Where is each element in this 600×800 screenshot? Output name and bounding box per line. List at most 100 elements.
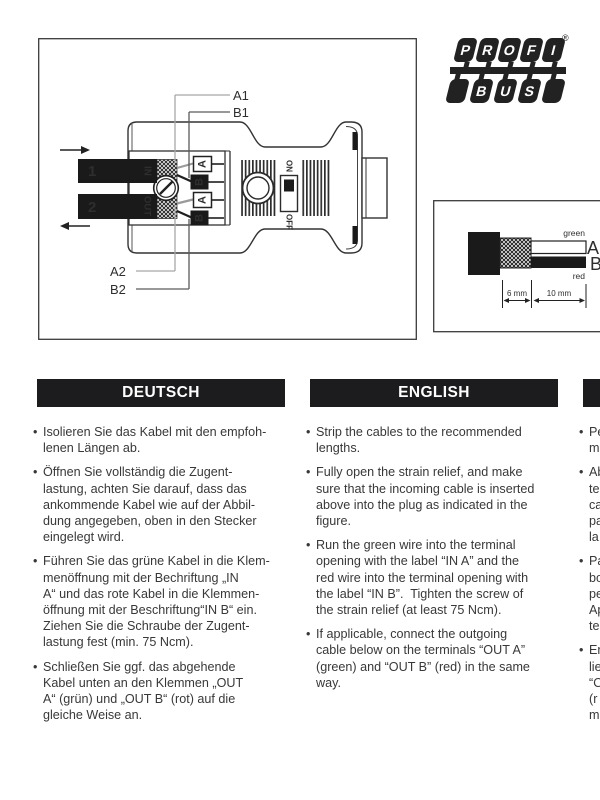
switch-slider [284, 179, 294, 192]
bullet-dot: • [33, 425, 38, 439]
third-column-clipped: • Pe m • Ab te ca pa la • Pa bo pe Ap te… [579, 424, 600, 731]
list-item: • Schließen Sie ggf. das abgehende Kabel… [33, 659, 295, 724]
list-item: • Run the green wire into the terminal o… [306, 537, 568, 618]
cable-strip-diagram: green red A B 6 mm 10 mm [433, 200, 600, 333]
wire-out-green [176, 198, 194, 205]
third-bullet-1: Pe m [589, 425, 600, 456]
terminal-in-b-label: B [194, 178, 206, 186]
list-item: • Fully open the strain relief, and make… [306, 464, 568, 529]
list-item: • En lie “O (r m [579, 642, 600, 723]
dim-6mm-arrowhead-right [525, 298, 531, 303]
english-bullet-1: Strip the cables to the recommended leng… [316, 425, 522, 456]
list-item: • Pa bo pe Ap te [579, 553, 600, 634]
english-bullet-2: Fully open the strain relief, and make s… [316, 465, 535, 529]
list-item: • Ab te ca pa la [579, 464, 600, 545]
dim-6mm-label: 6 mm [507, 289, 527, 298]
wire-b-designator: B [590, 254, 600, 274]
logo-tile-s: S [517, 79, 542, 103]
logo-tile-r: R [475, 38, 500, 62]
terminal-out-b [190, 210, 209, 226]
section-header-english: ENGLISH [310, 379, 558, 407]
terminal-out-b-label: B [194, 214, 206, 222]
terminal-in-a [192, 155, 213, 173]
cable-2 [78, 194, 157, 219]
section-header-deutsch: DEUTSCH [37, 379, 285, 407]
arrow-in-head [81, 146, 90, 154]
center-screw-hole-inner [246, 176, 270, 200]
logo-tile-b: B [469, 79, 494, 103]
bullet-dot: • [579, 465, 584, 480]
bullet-dot: • [579, 554, 584, 569]
terminal-in-a-label: A [197, 160, 209, 168]
bullet-dot: • [579, 643, 584, 658]
wire-in-red [176, 173, 192, 183]
logo-tile-u: U [493, 79, 518, 103]
dim-10mm-arrowhead-left [533, 298, 539, 303]
connector-diagram: ON OFF A B A B 1 IN 2 OUT A1 B1 A2 B2 [38, 38, 417, 340]
cable-1 [78, 159, 157, 183]
wire-in-green [176, 162, 194, 170]
green-wire-label: green [563, 228, 585, 238]
profibus-logo: P R O F I B U S ® [445, 33, 572, 110]
cable-detail-frame [433, 200, 600, 333]
bullet-dot: • [306, 465, 311, 480]
third-bullet-2: Ab te ca pa la [589, 465, 600, 545]
cable-in-label: IN [142, 166, 153, 176]
green-wire [530, 240, 587, 255]
bullet-dot: • [33, 465, 38, 480]
registered-mark: ® [562, 33, 569, 43]
deutsch-bullet-2: Öffnen Sie vollständig die Zugent- lastu… [43, 465, 257, 545]
switch-on-label: ON [285, 160, 294, 172]
cable-2-number: 2 [88, 199, 96, 216]
dim-6mm-arrowhead-left [503, 298, 509, 303]
deutsch-bullet-3: Führen Sie das grüne Kabel in die Klem- … [43, 554, 270, 650]
english-bullet-3: Run the green wire into the terminal ope… [316, 538, 529, 618]
bullet-dot: • [306, 538, 311, 553]
third-bullet-3: Pa bo pe Ap te [589, 554, 600, 634]
housing-inner-right [345, 126, 358, 250]
list-item: • Pe m [579, 424, 600, 456]
deutsch-column: • Isolieren Sie das Kabel mit den empfoh… [33, 424, 295, 731]
screw-inner-ring [156, 178, 176, 198]
wire-out-red [176, 209, 192, 219]
switch-off-label: OFF [285, 214, 294, 230]
bullet-dot: • [306, 627, 311, 642]
label-a1: A1 [233, 88, 249, 103]
screw-slot [159, 180, 174, 195]
dim-10mm-label: 10 mm [547, 289, 572, 298]
deutsch-bullet-1: Isolieren Sie das Kabel mit den empfoh- … [43, 425, 267, 456]
red-wire [531, 256, 586, 268]
english-bullet-4: If applicable, connect the outgoing cabl… [316, 627, 530, 690]
logo-tile-o: O [497, 38, 522, 62]
terminal-in-b [190, 174, 209, 190]
deutsch-bullet-4: Schließen Sie ggf. das abgehende Kabel u… [43, 659, 244, 723]
list-item: • Isolieren Sie das Kabel mit den empfoh… [33, 424, 295, 456]
english-column: • Strip the cables to the recommended le… [306, 424, 568, 699]
terminal-out-a-label: A [197, 196, 209, 204]
cable-jacket [468, 232, 500, 275]
red-wire-label: red [573, 271, 586, 281]
logo-tile-end-left [445, 79, 470, 103]
label-a2: A2 [110, 264, 126, 279]
cable-1-number: 1 [88, 163, 96, 180]
dim-10mm-arrowhead-right [579, 298, 585, 303]
bullet-dot: • [306, 425, 311, 439]
cable-shield [499, 237, 532, 269]
list-item: • Strip the cables to the recommended le… [306, 424, 568, 456]
wire-a-designator: A [587, 238, 599, 258]
list-item: • Führen Sie das grüne Kabel in die Klem… [33, 553, 295, 650]
logo-tile-f: F [519, 38, 544, 62]
logo-bus-bar [450, 67, 566, 74]
ribbed-block-right [301, 160, 331, 216]
arrow-out-head [60, 222, 69, 230]
list-item: • Öffnen Sie vollständig die Zugent- las… [33, 464, 295, 545]
terminal-out-a [192, 191, 213, 209]
bullet-dot: • [579, 425, 584, 439]
logo-tile-p: P [453, 38, 478, 62]
bullet-dot: • [33, 659, 38, 674]
third-bullet-4: En lie “O (r m [589, 643, 600, 723]
bullet-dot: • [33, 554, 38, 569]
label-b2: B2 [110, 282, 126, 297]
housing-tab-top [352, 132, 358, 150]
